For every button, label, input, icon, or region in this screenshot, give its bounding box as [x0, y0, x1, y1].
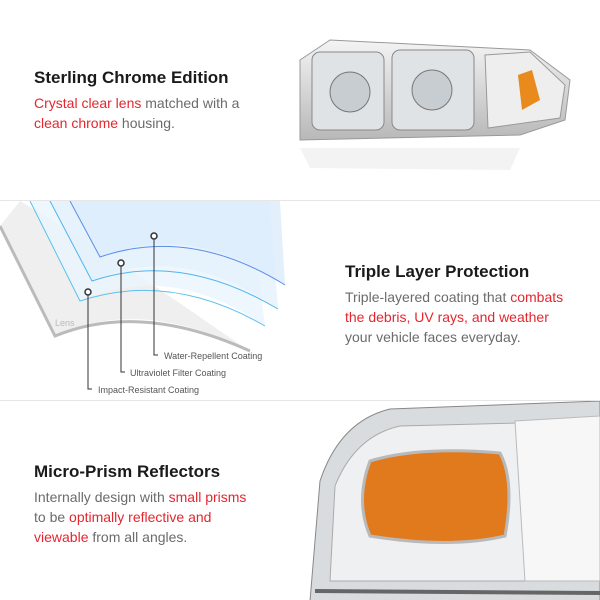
section-title: Micro-Prism Reflectors: [34, 462, 221, 481]
section-desc: Crystal clear lens matched with a clean …: [34, 93, 244, 133]
highlight-text: clean chrome: [34, 115, 119, 131]
desc-text: Internally design with: [34, 489, 169, 505]
desc-text: Triple-layered coating that: [345, 289, 511, 305]
highlight-text: optimally reflective and viewable: [34, 509, 212, 545]
impact-resistant-label: Impact-Resistant Coating: [98, 385, 199, 395]
section-triple-layer: Lens Water-Repellent Coating Ultraviolet…: [0, 200, 600, 400]
highlight-text: combats the debris, UV rays, and weather: [345, 289, 564, 325]
highlight-text: small prisms: [168, 489, 247, 505]
desc-text: your vehicle faces everyday.: [345, 329, 521, 345]
section-title: Sterling Chrome Edition: [34, 68, 229, 87]
uv-filter-label: Ultraviolet Filter Coating: [130, 368, 226, 378]
lens-label: Lens: [55, 318, 75, 328]
desc-text: housing.: [118, 115, 175, 131]
section-title: Triple Layer Protection: [345, 262, 530, 281]
headlight-image: [299, 39, 571, 170]
desc-text: from all angles.: [88, 529, 188, 545]
section-desc: Triple-layered coating that combats the …: [345, 287, 575, 347]
highlight-text: Crystal clear lens: [34, 95, 142, 111]
water-repellent-label: Water-Repellent Coating: [164, 351, 262, 361]
desc-text: to be: [34, 509, 70, 525]
reflector-image: [309, 401, 600, 600]
coating-diagram: Lens Water-Repellent Coating Ultraviolet…: [0, 201, 286, 395]
section-desc: Internally design with small prisms to b…: [34, 487, 254, 547]
desc-text: matched with a: [141, 95, 240, 111]
section-chrome-edition: Sterling Chrome Edition Crystal clear le…: [0, 0, 600, 200]
section-micro-prism: Micro-Prism Reflectors Internally design…: [0, 400, 600, 600]
